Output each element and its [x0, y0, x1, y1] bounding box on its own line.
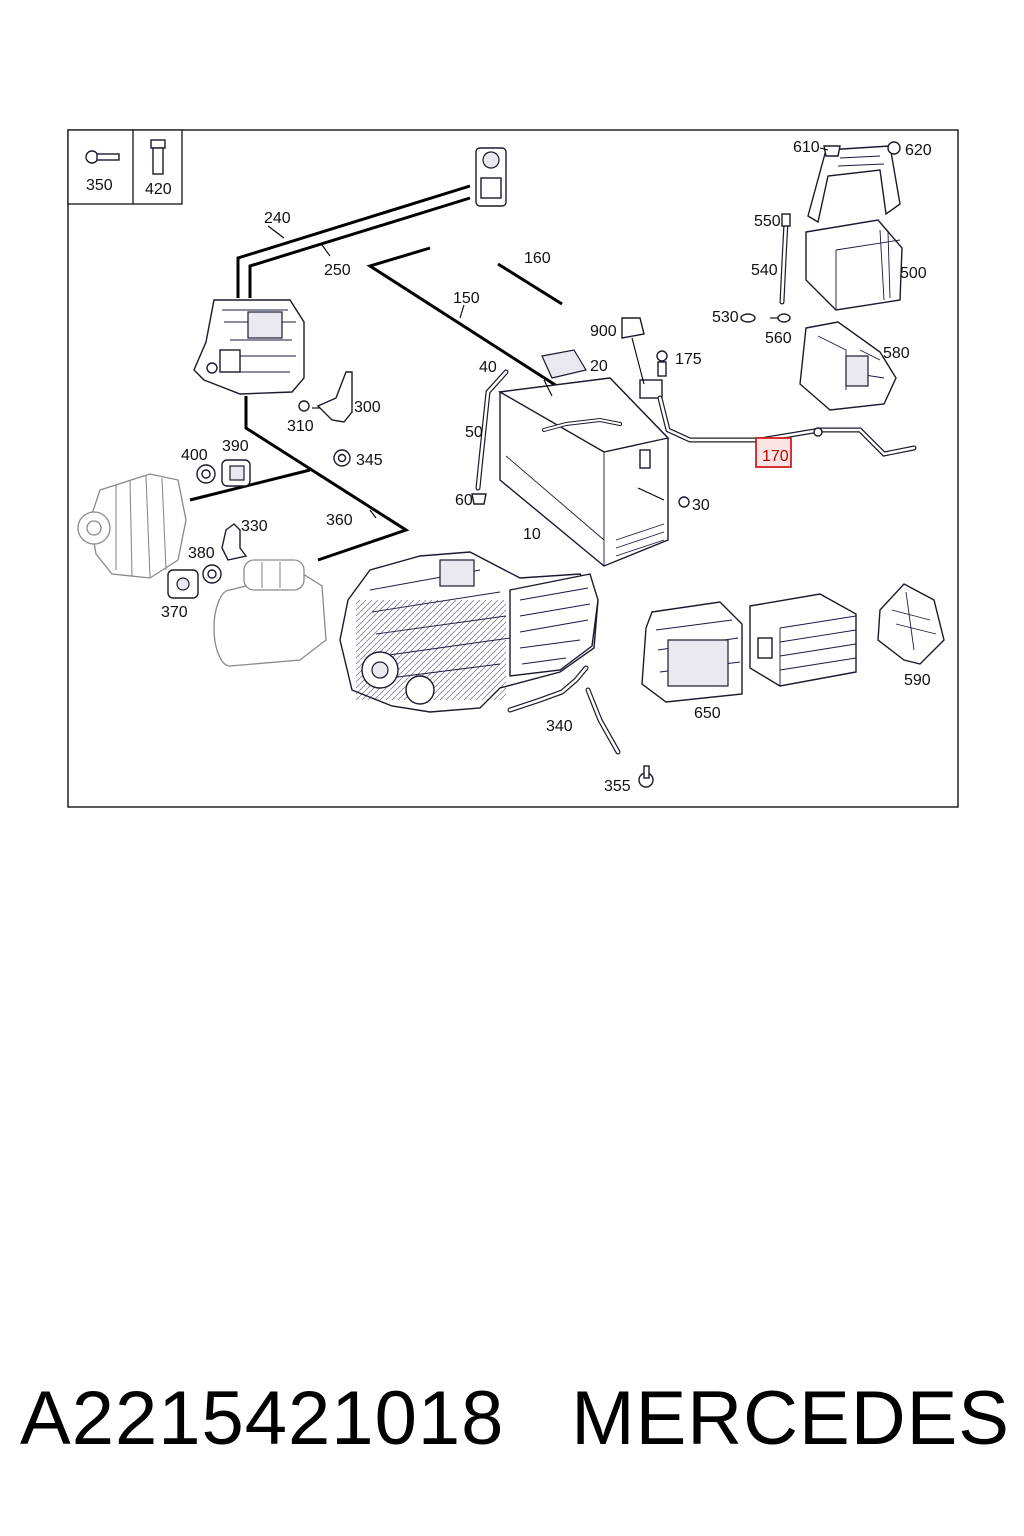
- callout-250: 250: [324, 262, 351, 279]
- callout-300: 300: [354, 399, 381, 416]
- callout-610: 610: [793, 139, 820, 156]
- nut-530: [740, 313, 756, 323]
- bracket-part-300: [298, 371, 353, 423]
- highlighted-callout-170[interactable]: 170: [755, 437, 792, 468]
- battery-part: [497, 377, 670, 567]
- battery-box-650: [641, 601, 743, 703]
- battery-tray-580: [799, 321, 897, 411]
- bushing-370: [167, 569, 199, 599]
- bolt-355: [638, 765, 654, 788]
- callout-leaders: [312, 147, 829, 501]
- callout-550: 550: [754, 213, 781, 230]
- cover-20: [541, 349, 587, 379]
- callout-310: 310: [287, 418, 314, 435]
- callout-580: 580: [883, 345, 910, 362]
- battery-cable-170: [657, 395, 917, 457]
- alternator-part: [77, 473, 187, 579]
- diagram-frame: [67, 129, 959, 808]
- starter-motor: [213, 559, 327, 667]
- callout-340: 340: [546, 718, 573, 735]
- callout-370: 370: [161, 604, 188, 621]
- part-number: A2215421018: [20, 1375, 505, 1461]
- callout-60: 60: [455, 492, 473, 509]
- fuse-box: [193, 299, 305, 395]
- leader-lines: [189, 184, 563, 562]
- washer-380: [202, 564, 222, 584]
- brand-name: MERCEDES: [571, 1375, 1010, 1461]
- callout-590: 590: [904, 672, 931, 689]
- callout-20: 20: [590, 358, 608, 375]
- callout-400: 400: [181, 447, 208, 464]
- sleeve-icon: [150, 139, 166, 175]
- callout-labels: 240 250 150 160 610 620 550 540 500 530 …: [161, 139, 932, 795]
- bracket-590: [877, 583, 945, 665]
- callout-540: 540: [751, 262, 778, 279]
- engine-part: [339, 551, 599, 713]
- callout-500: 500: [900, 265, 927, 282]
- callout-620: 620: [905, 142, 932, 159]
- connector-900: [621, 317, 663, 399]
- callout-150: 150: [453, 290, 480, 307]
- caption-bar: A2215421018 MERCEDES: [20, 1368, 1010, 1468]
- callout-240: 240: [264, 210, 291, 227]
- vent-hose: [471, 369, 509, 505]
- callout-390: 390: [222, 438, 249, 455]
- callout-40: 40: [479, 359, 497, 376]
- support-bracket: [807, 145, 901, 224]
- ground-cable-340: [507, 665, 621, 755]
- hold-down-strap: [779, 213, 791, 305]
- callout-170: 170: [762, 448, 789, 465]
- bolt-icon: [85, 150, 120, 164]
- aux-battery-500: [805, 219, 903, 311]
- callout-650: 650: [694, 705, 721, 722]
- callout-160: 160: [524, 250, 551, 267]
- battery-cover: [749, 593, 857, 687]
- callout-10: 10: [523, 526, 541, 543]
- callout-900: 900: [590, 323, 617, 340]
- connector-part: [475, 147, 507, 207]
- plug-330: [221, 523, 248, 561]
- nut-620: [887, 141, 901, 155]
- callout-50: 50: [465, 424, 483, 441]
- callout-360: 360: [326, 512, 353, 529]
- inset-label-420: 420: [145, 181, 172, 198]
- screw-30: [678, 496, 690, 508]
- callout-330: 330: [241, 518, 268, 535]
- nut-345: [333, 449, 351, 467]
- callout-355: 355: [604, 778, 631, 795]
- nut-400: [196, 464, 216, 484]
- callout-560: 560: [765, 330, 792, 347]
- inset-label-350: 350: [86, 177, 113, 194]
- callout-30: 30: [692, 497, 710, 514]
- nut-610: [823, 145, 841, 157]
- bushing-390: [221, 459, 251, 487]
- callout-345: 345: [356, 452, 383, 469]
- bolt-175: [656, 350, 668, 377]
- washer-560: [777, 313, 791, 323]
- parts-diagram: 350 420: [67, 129, 959, 808]
- callout-175: 175: [675, 351, 702, 368]
- callout-530: 530: [712, 309, 739, 326]
- callout-380: 380: [188, 545, 215, 562]
